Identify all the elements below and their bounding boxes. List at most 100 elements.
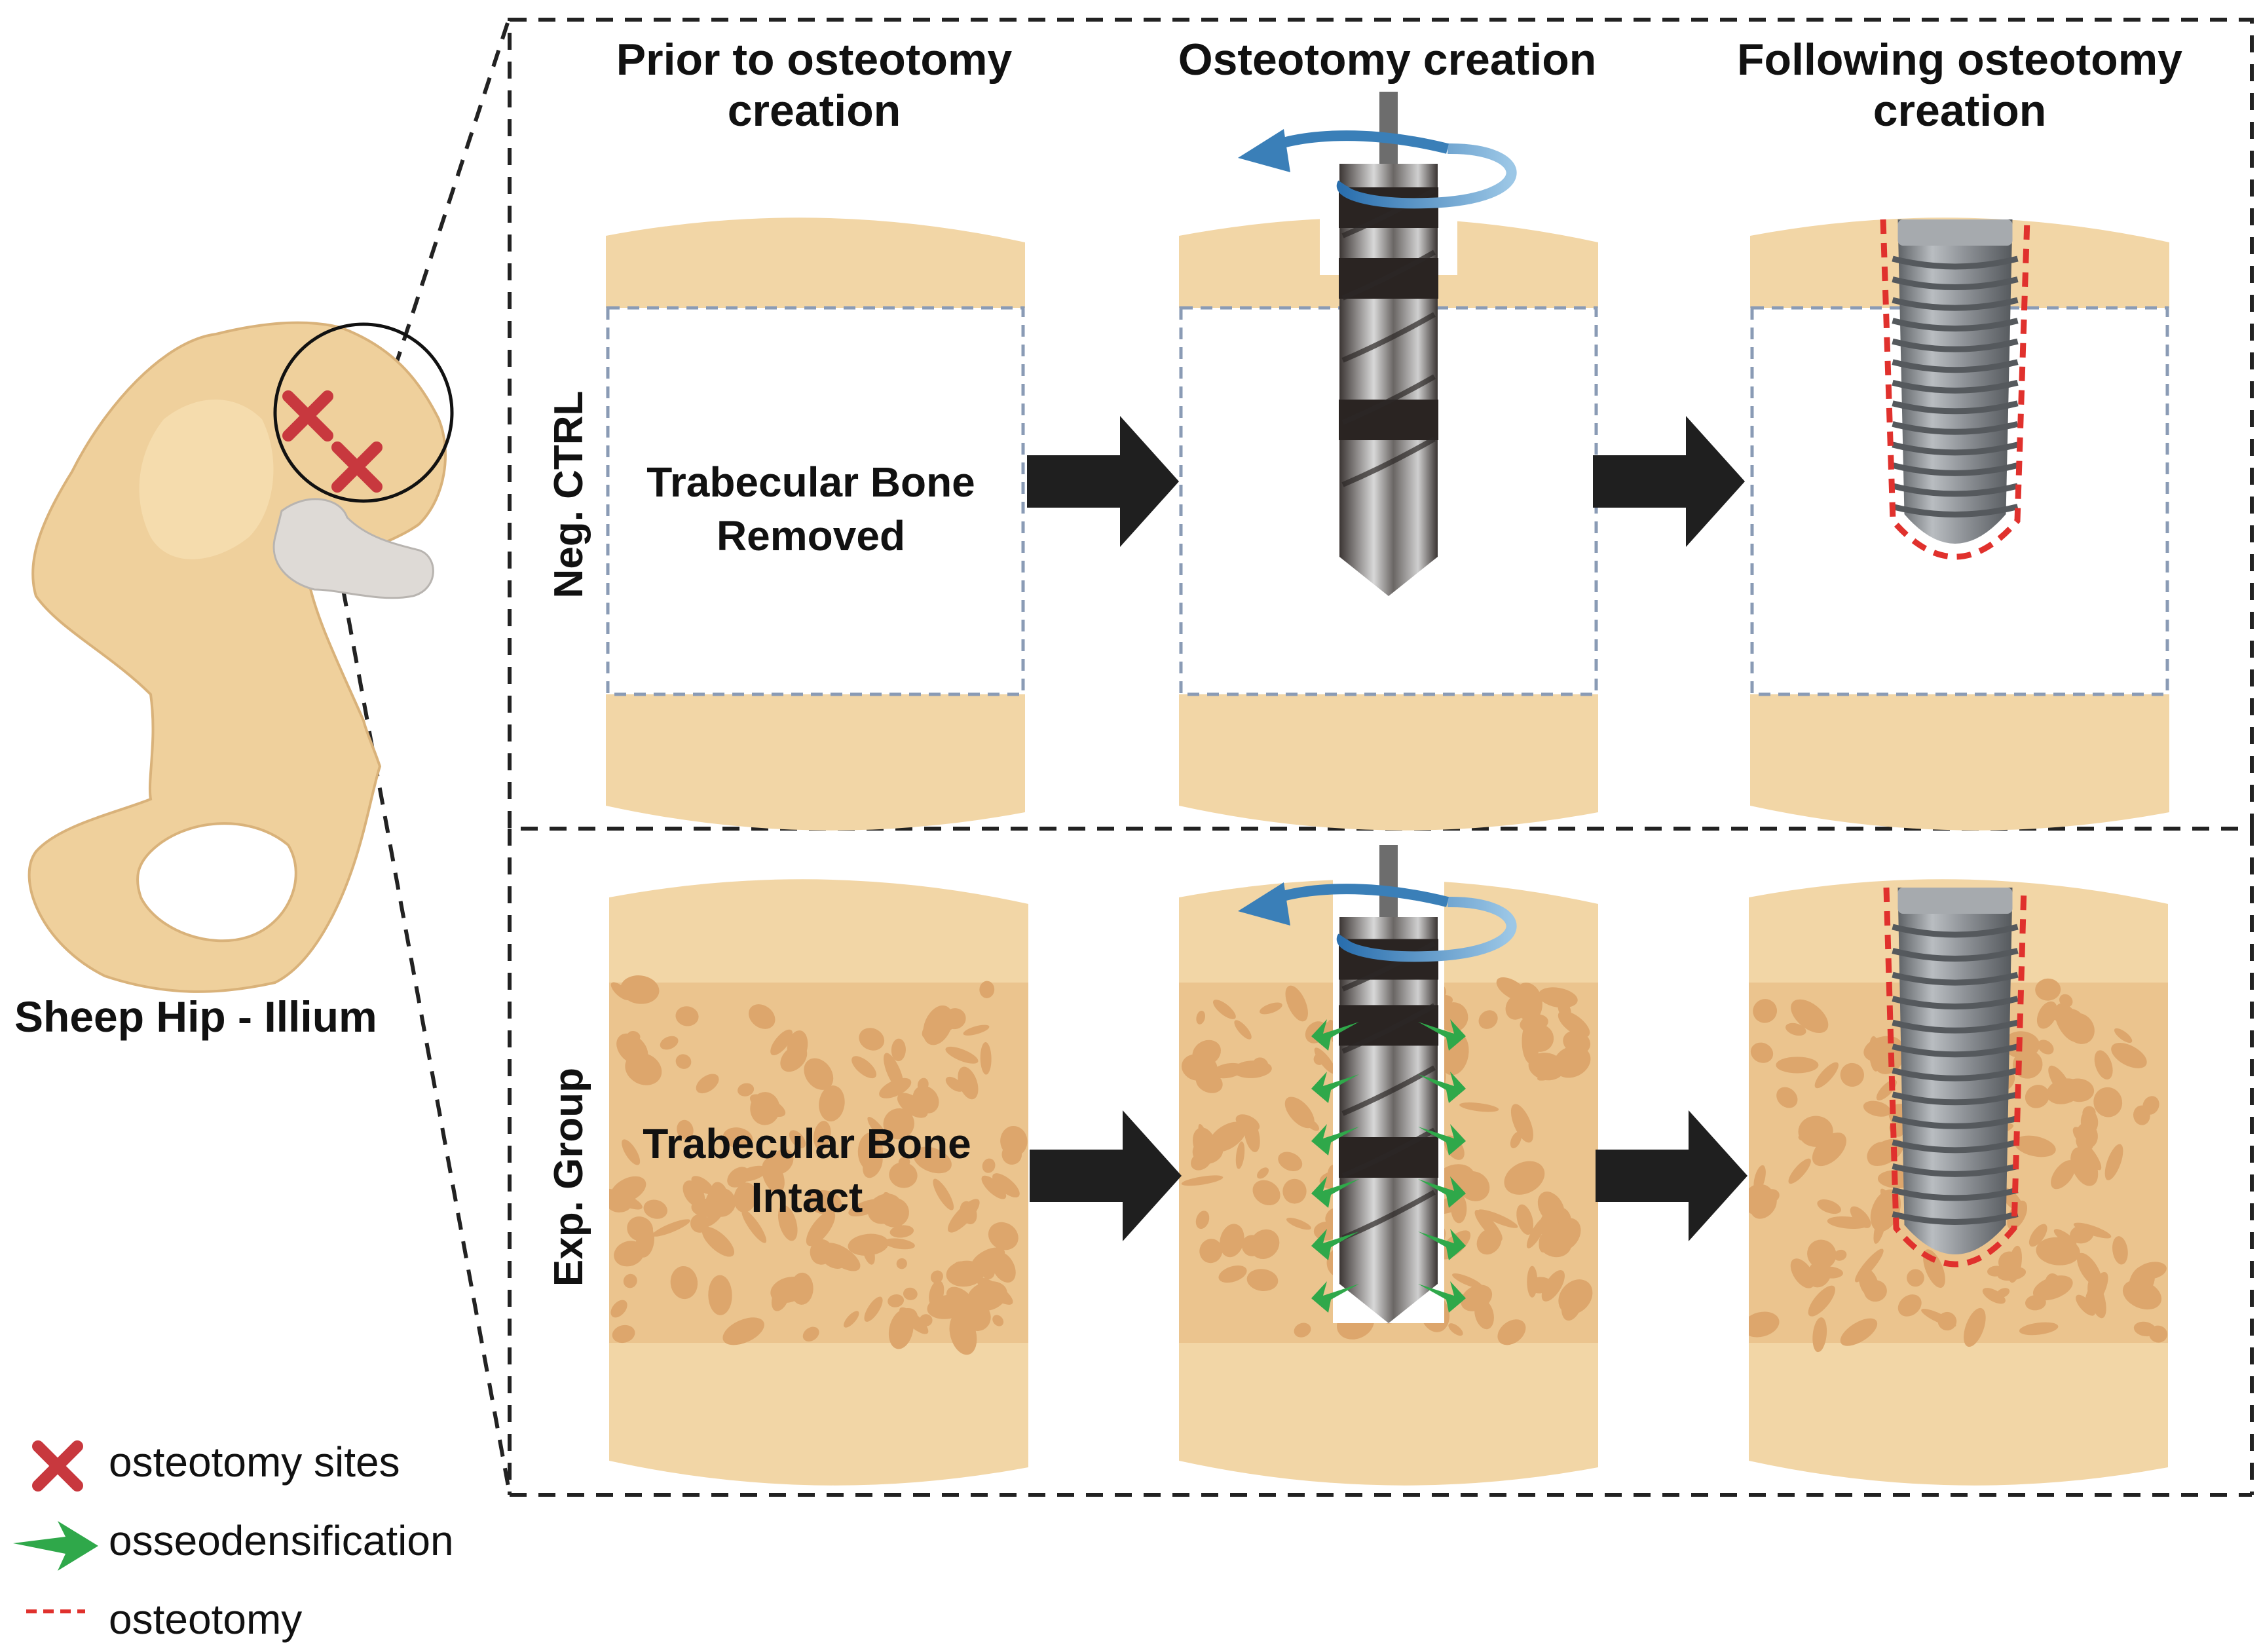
bone-pore [992,1315,1004,1326]
bone-pore [1452,1273,1483,1289]
row-title-neg-ctrl: Neg. CTRL [546,390,591,599]
bone-pore [2025,1085,2049,1108]
implant-thread [1892,462,2019,476]
osseodensification-arrow-right [1418,1281,1466,1313]
bone-pore [903,1287,918,1300]
implant-collar [1897,219,2013,246]
implant-thread [1892,1043,2019,1058]
bone-panel [609,879,1028,1486]
bone-pore [1294,1323,1311,1338]
intact-label-line2: Intact [751,1174,863,1221]
bone-pore [612,1324,635,1343]
bone-pore [954,1262,976,1281]
implant-thread [1892,924,2019,938]
bone-pore [933,1178,954,1211]
implant-thread [1892,971,2019,986]
bone-pore [2036,1001,2058,1029]
bone-pore [1907,1269,1924,1287]
bone-pore [945,1046,979,1064]
bone-pore [1497,1319,1526,1345]
bone-pore [1478,1010,1498,1029]
bone-pore [963,1024,990,1036]
osseodensification-arrow-right [1418,1072,1466,1103]
process-arrow-3 [1030,1110,1182,1241]
rotation-arrow-head [1238,129,1290,172]
bone-pore [2019,1322,2059,1336]
bone-pore [981,1175,1007,1199]
bone-pore [2122,1279,2162,1310]
bone-pore [2046,1078,2082,1104]
bone-pore [1439,1032,1469,1076]
bone-pore [675,1054,692,1069]
bone-pore [2072,1127,2093,1150]
bone-pore [696,1074,719,1094]
drill-flute [1341,941,1436,992]
bone-pore [2045,1273,2062,1296]
bone-pore [979,981,995,998]
osseodensification-arrow-left [1311,1229,1359,1260]
implant-thread [1892,400,2019,415]
bone-pore [819,1085,845,1121]
bone-pore [770,1029,793,1056]
bone-pore [864,1296,883,1322]
bone-pore [2111,1043,2147,1068]
bone-pore [1526,1216,1547,1248]
bone-pore [1525,1024,1554,1052]
bone-pore [1817,1199,1841,1214]
rotation-arrow-head [1238,882,1290,926]
removed-trabecular-area [606,308,1025,694]
bone-pore [1538,987,1578,1008]
bone-pore [1260,1002,1282,1015]
bone-pore [806,1211,836,1247]
legend-osteotomy-sites: osteotomy sites [109,1438,400,1486]
bone-pore [1550,1218,1581,1251]
bone-pore [643,1199,667,1219]
bone-pore [738,1083,755,1097]
bone-pore [1199,1239,1223,1264]
bone-pore [1863,1100,1891,1117]
bone-pore [691,1176,714,1195]
osseodensification-arrow-right [1418,1176,1466,1208]
legend-osseodensification: osseodensification [109,1517,454,1564]
bone-pore [2094,1050,2113,1080]
bone-pore [660,1036,679,1050]
implant-thread [1892,996,2019,1010]
implant-thread [1892,276,2019,291]
bone-pore [958,1066,979,1100]
bone-pore [727,1167,750,1188]
x-mark-icon [32,1440,83,1492]
bone-pore [980,1042,992,1075]
implant-thread [1892,1211,2019,1225]
bone-pore [1234,1020,1252,1040]
bone-pore [1448,1323,1463,1336]
intact-label-line1: Trabecular Bone [643,1120,971,1167]
osteotomy-outline [1883,887,2027,1267]
bone-pore [1827,1216,1869,1229]
bone-pore [2014,1135,2056,1157]
bone-pore [677,1119,694,1140]
bone-pore [2008,1245,2023,1283]
bone-pore [1252,1180,1280,1206]
process-arrow-1 [1027,416,1179,547]
osseodensification-arrow-left [1311,1176,1359,1208]
drill-flute [1341,436,1436,487]
bone-pore [1897,1294,1922,1317]
bone-pore [1478,1209,1518,1228]
bone-pore [1807,1239,1837,1269]
bone-pore [1286,1218,1311,1230]
bone-pore [789,1130,806,1148]
drill-flute [1341,1003,1436,1054]
bone-pore [848,1199,886,1216]
implant-thread [1892,483,2019,497]
bone-pore [1246,1269,1279,1291]
bone-pore [943,1008,966,1030]
bone-pore [862,1238,875,1265]
process-arrows [1027,416,1747,1241]
implant-thread [1892,1091,2019,1106]
bone-pore [1527,1266,1538,1298]
bone-pore [1537,1192,1565,1224]
row-title-exp-group: Exp. Group [546,1067,591,1287]
bone-pore [1181,1175,1224,1186]
bone-pore [770,1277,808,1304]
